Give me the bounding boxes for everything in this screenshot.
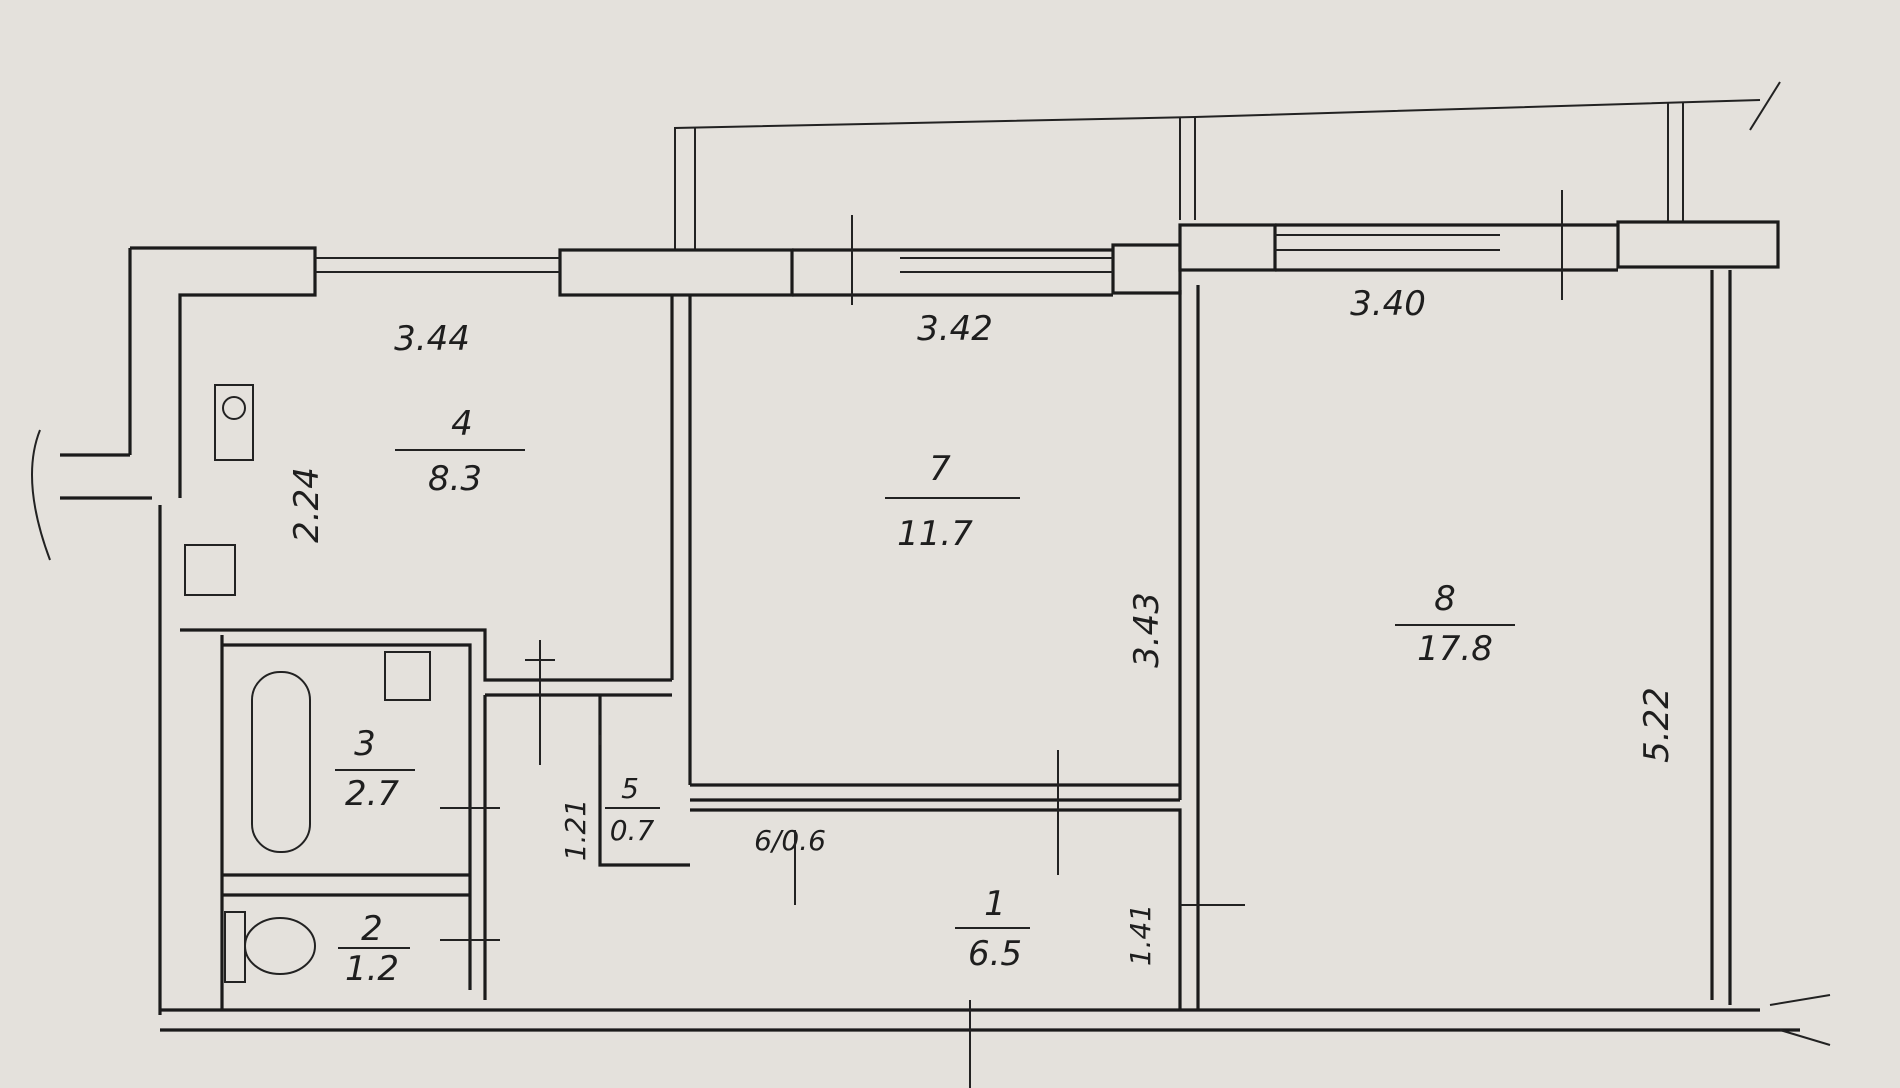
windows [315, 190, 1563, 305]
room-id: 8 [1434, 579, 1456, 619]
room-area: 6.5 [968, 934, 1022, 974]
dim-room8-width: 3.40 [1350, 284, 1426, 324]
room-id: 5 [621, 772, 639, 805]
dim-room8-depth: 5.22 [1637, 687, 1677, 763]
outer-walls [31, 220, 1831, 1046]
room-8-label: 8 17.8 [1395, 579, 1515, 669]
room-area: 0.7 [610, 814, 655, 847]
room-id: 1 [984, 884, 1006, 924]
dim-kitchen-depth: 2.24 [287, 467, 327, 543]
dim-room7-depth: 3.43 [1127, 592, 1167, 668]
bathtub-icon [251, 671, 311, 853]
room-5-label: 5 0.7 [605, 772, 660, 847]
dim-kitchen-width: 3.44 [394, 319, 470, 359]
bathroom-sink-icon [384, 651, 431, 701]
room-6-text: 6/0.6 [754, 824, 826, 857]
room-4-label: 4 8.3 [395, 404, 525, 499]
room-id: 4 [451, 404, 473, 444]
room-area: 2.7 [345, 774, 399, 814]
toilet-tank-icon [224, 911, 246, 983]
dim-hall-depth: 1.41 [1124, 904, 1157, 966]
room-area: 17.8 [1417, 629, 1493, 669]
dim-room7-width: 3.42 [917, 309, 993, 349]
dimensions: 3.44 2.24 3.42 3.43 3.40 5.22 1.41 1.21 [287, 284, 1677, 966]
room-area: 8.3 [428, 459, 482, 499]
fixtures [184, 384, 601, 983]
room-area: 11.7 [897, 514, 973, 554]
room-id: 7 [929, 449, 951, 489]
room-3-label: 3 2.7 [335, 724, 415, 814]
stove-icon [214, 384, 254, 461]
dim-closet-depth: 1.21 [559, 799, 592, 861]
room-id: 3 [354, 724, 376, 764]
sink-icon [184, 544, 236, 596]
room-6-label: 6/0.6 [754, 824, 826, 857]
room-area: 1.2 [345, 949, 399, 989]
room-2-label: 2 1.2 [338, 909, 410, 989]
door-marks [440, 640, 1245, 1088]
toilet-icon [244, 917, 316, 975]
interior-walls [180, 270, 1732, 1010]
room-1-label: 1 6.5 [955, 884, 1030, 974]
room-id: 2 [361, 909, 383, 949]
balcony [674, 81, 1781, 250]
room-7-label: 7 11.7 [885, 449, 1020, 554]
